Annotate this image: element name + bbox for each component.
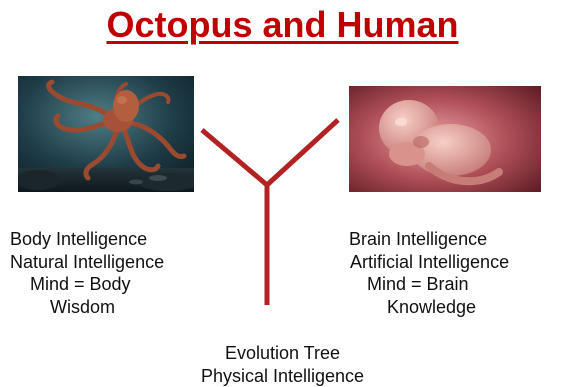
human-traits: Brain Intelligence Artificial Intelligen… [347,228,562,318]
left-line-1: Body Intelligence [10,228,240,251]
right-line-4: Knowledge [347,296,562,319]
octopus-traits: Body Intelligence Natural Intelligence M… [10,228,240,318]
left-line-2: Natural Intelligence [10,251,240,274]
bottom-line-2: Physical Intelligence [150,365,415,387]
left-line-3: Mind = Body [10,273,240,296]
bottom-line-1: Evolution Tree [150,342,415,365]
left-line-4: Wisdom [10,296,240,319]
tree-caption: Evolution Tree Physical Intelligence [150,342,415,387]
right-line-3: Mind = Brain [347,273,562,296]
tree-left-branch [202,130,267,185]
tree-right-branch [267,120,338,185]
right-line-1: Brain Intelligence [347,228,562,251]
right-line-2: Artificial Intelligence [347,251,562,274]
